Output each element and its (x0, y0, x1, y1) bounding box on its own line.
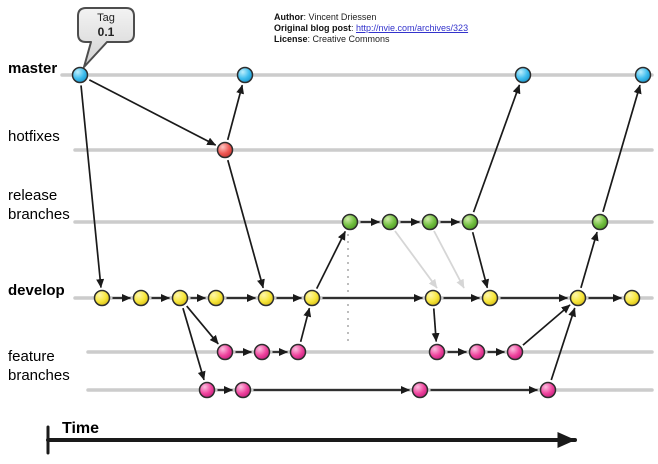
commit-node-feature-fa2 (253, 343, 271, 361)
commit-node-release-r2 (381, 213, 399, 231)
commit-node-feature-fb1 (428, 343, 446, 361)
credits-block: Author: Vincent Driessen Original blog p… (274, 12, 468, 45)
credits-license-value: : Creative Commons (307, 34, 390, 44)
commit-node-feature-fa1 (216, 343, 234, 361)
commit-node-feature-fb3 (506, 343, 524, 361)
credits-blog-line: Original blog post: http://nvie.com/arch… (274, 23, 468, 34)
commit-node-master-m4 (634, 66, 652, 84)
commit-node-develop-d6 (303, 289, 321, 307)
tag-bubble-title: Tag (97, 12, 115, 24)
credits-blog-label: Original blog post (274, 23, 351, 33)
faded-release-to-develop-arrow-2 (433, 230, 465, 289)
lane-label-release-branches: release branches (8, 187, 70, 223)
tag-bubble-version: 0.1 (97, 25, 115, 39)
commit-node-feature-fb2 (468, 343, 486, 361)
credits-blog-separator: : (351, 23, 357, 33)
arrow-h1-to-m2 (226, 84, 244, 141)
arrow-r4-to-m3 (472, 84, 521, 213)
arrow-fc4-to-d9 (550, 307, 576, 381)
commit-node-release-r5 (591, 213, 609, 231)
commit-node-hotfix-h1 (216, 141, 234, 159)
credits-author-value: : Vincent Driessen (303, 12, 377, 22)
commit-node-master-m1 (71, 66, 89, 84)
commit-node-feature-fc2 (234, 381, 252, 399)
commit-node-develop-d1 (93, 289, 111, 307)
arrow-d9-to-r5 (580, 231, 599, 289)
arrow-h1-to-d5 (226, 159, 265, 289)
commit-node-release-r1 (341, 213, 359, 231)
credits-author-label: Author (274, 12, 304, 22)
commit-node-develop-d2 (132, 289, 150, 307)
lane-label-develop: develop (8, 282, 65, 299)
faded-release-to-develop-arrow-1 (394, 230, 438, 289)
commit-node-develop-d7 (424, 289, 442, 307)
credits-license-label: License (274, 34, 308, 44)
commit-node-feature-fc3 (411, 381, 429, 399)
credits-author-line: Author: Vincent Driessen (274, 12, 468, 23)
commit-node-release-r3 (421, 213, 439, 231)
commit-node-develop-d3 (171, 289, 189, 307)
lane-label-hotfixes: hotfixes (8, 128, 60, 145)
tag-bubble: Tag 0.1 (78, 12, 134, 39)
arrow-d6-to-r1 (315, 230, 347, 289)
commit-node-master-m3 (514, 66, 532, 84)
arrow-r5-to-m4 (602, 84, 642, 213)
commit-node-feature-fa3 (289, 343, 307, 361)
arrow-m1-to-h1 (88, 79, 217, 146)
commit-node-develop-d4 (207, 289, 225, 307)
lane-label-feature-branches: feature branches (8, 348, 70, 384)
arrow-fa3-to-d6 (299, 307, 312, 343)
commit-node-feature-fc4 (539, 381, 557, 399)
tag-bubble-shape (77, 7, 135, 68)
commit-node-feature-fc1 (198, 381, 216, 399)
commit-node-develop-d5 (257, 289, 275, 307)
commit-node-master-m2 (236, 66, 254, 84)
arrow-d3-to-fc1 (182, 307, 206, 381)
commit-node-develop-d9 (569, 289, 587, 307)
commit-node-develop-d10 (623, 289, 641, 307)
lane-label-master: master (8, 60, 58, 77)
arrow-fb3-to-d9 (522, 304, 571, 346)
credits-license-line: License: Creative Commons (274, 34, 468, 45)
blog-post-link[interactable]: http://nvie.com/archives/323 (356, 23, 469, 33)
commit-node-release-r4 (461, 213, 479, 231)
time-label: Time (62, 420, 100, 437)
arrow-d3-to-fa1 (186, 305, 219, 345)
commit-node-develop-d8 (481, 289, 499, 307)
arrow-r4-to-d8 (471, 231, 490, 289)
arrow-m1-to-d1 (80, 85, 105, 289)
arrow-d7-to-fb1 (431, 308, 440, 343)
